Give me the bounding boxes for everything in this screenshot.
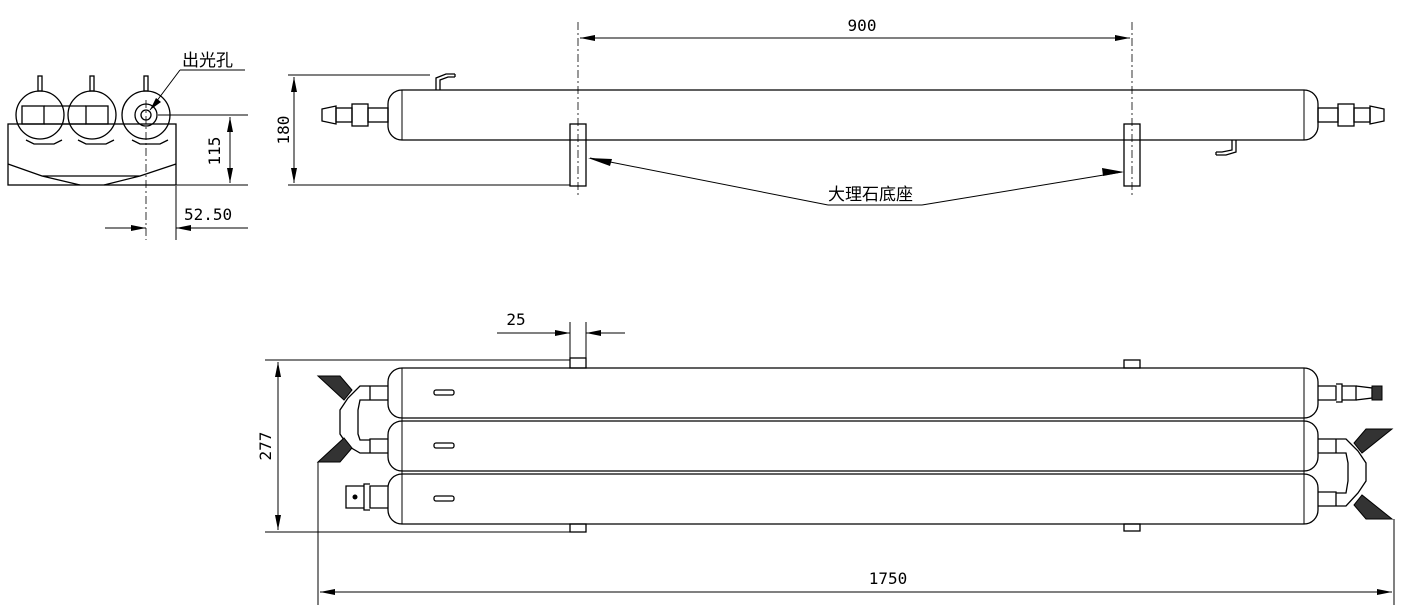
- dim-1750: 1750: [869, 569, 908, 588]
- marble-base-label: 大理石底座: [828, 185, 913, 205]
- left-fitting: [321, 103, 389, 127]
- side-tubes: [15, 75, 171, 140]
- top-view: 900 180 大理石底座: [274, 16, 1385, 206]
- dim-277: 277: [256, 432, 275, 461]
- dim-52-50: 52.50: [184, 205, 232, 224]
- right-manifold: [1318, 383, 1394, 520]
- bottom-view: 25 277 1750: [256, 310, 1395, 605]
- side-base: [7, 123, 177, 186]
- dim-115: 115: [205, 137, 224, 166]
- dim-180: 180: [274, 116, 293, 145]
- tubes: [387, 367, 1319, 525]
- dim-900: 900: [848, 16, 877, 35]
- right-fitting: [1317, 103, 1385, 127]
- side-view: 115 52.50 出光孔: [7, 51, 248, 240]
- outlet-label: 出光孔: [182, 51, 233, 71]
- dim-25: 25: [506, 310, 525, 329]
- left-manifold: [316, 375, 388, 511]
